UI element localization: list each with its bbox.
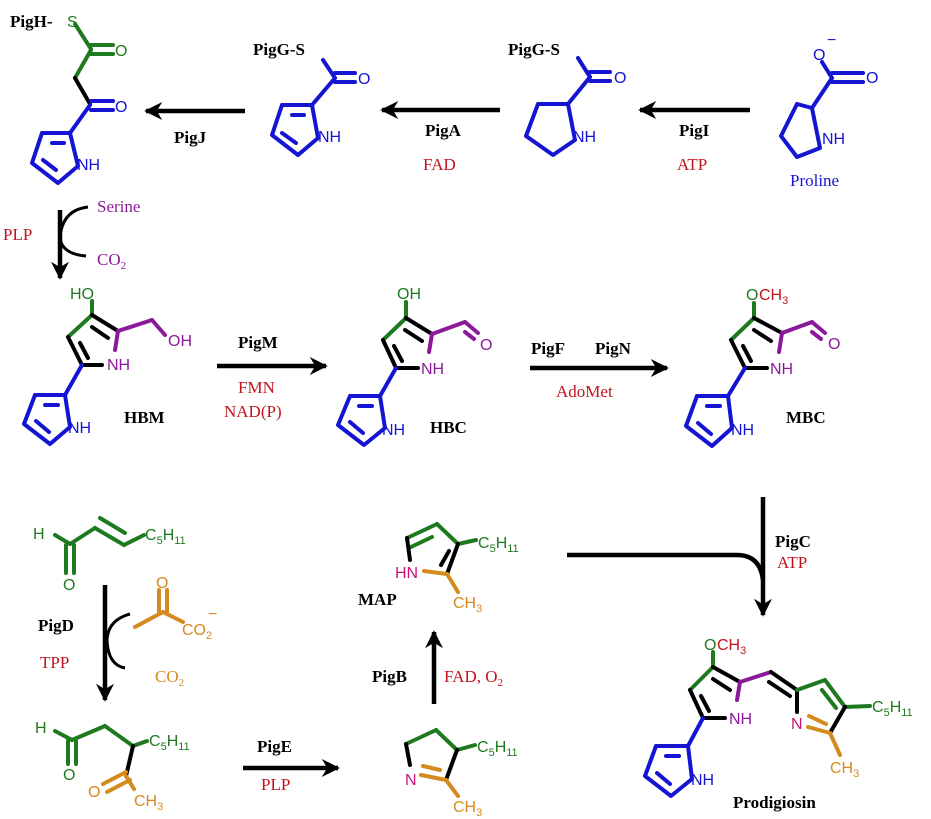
h2map-ch3: CH3 (453, 799, 482, 819)
map-ch3: CH3 (453, 595, 482, 615)
prolyl-carrier: PigG-S (508, 40, 560, 59)
pyrrolyl-carrier: PigG-S (253, 40, 305, 59)
prolyl-o: O (614, 70, 626, 87)
pigh-carrier: PigH- (10, 12, 53, 31)
ketoaldehyde-structure: H O C5H11 O CH3 (35, 720, 190, 813)
serine-input: Serine (97, 197, 140, 216)
prodig-nh2: NH (691, 772, 714, 789)
hbc-nh1: NH (421, 361, 444, 378)
pyruvate-structure: O CO2 − (133, 575, 217, 642)
pigA-enzyme: PigA (425, 121, 462, 140)
serine-curve-arrow (58, 205, 89, 258)
mbc-ch3: CH3 (759, 287, 788, 307)
proline-label: Proline (790, 171, 839, 190)
prolyl-pigg-structure: PigG-S O NH (508, 40, 626, 157)
pigFN-enzyme2: PigN (595, 339, 632, 358)
pigFN-enzyme1: PigF (531, 339, 565, 358)
pyruvate-o: O (156, 575, 168, 592)
mbc-label: MBC (786, 408, 826, 427)
pigD-curve-arrow (105, 612, 131, 670)
keto-c5h11: C5H11 (149, 733, 190, 753)
pigJ-enzyme: PigJ (174, 128, 207, 147)
pigC-cofactor: ATP (777, 553, 807, 572)
keto-ch3: CH3 (134, 793, 163, 813)
proline-o-minus: O (813, 47, 825, 64)
hbc-structure: OH O NH NH HBC (336, 286, 492, 447)
prodig-ch3: CH3 (717, 637, 746, 657)
hbc-label: HBC (430, 418, 467, 437)
pigB-enzyme: PigB (372, 667, 407, 686)
prodig-n: N (791, 716, 803, 733)
hbm-label: HBM (124, 408, 165, 427)
pigD-co2: CO2 (155, 667, 184, 689)
mbc-nh2: NH (731, 422, 754, 439)
pigM-cofactor1: FMN (238, 378, 275, 397)
hbm-structure: HO OH NH NH HBM (22, 286, 192, 446)
map-hn: HN (395, 565, 418, 582)
pigh-o1: O (115, 43, 127, 60)
map-label: MAP (358, 590, 397, 609)
pigh-s: S (67, 14, 78, 31)
pigE-enzyme: PigE (257, 737, 292, 756)
pigC-merge-line (567, 552, 766, 581)
prodigiosin-structure: O CH3 NH N C5H11 CH3 NH Prodigiosin (643, 637, 913, 812)
mbc-ald-o: O (828, 336, 840, 353)
map-c5h11: C5H11 (478, 535, 519, 555)
h2map-n: N (405, 772, 417, 789)
pyrrolyl-pigg-structure: PigG-S O NH (253, 40, 370, 157)
pigC-enzyme: PigC (775, 532, 811, 551)
prodigiosin-label: Prodigiosin (733, 793, 816, 812)
keto-o2: O (88, 784, 100, 801)
keto-o: O (63, 767, 75, 784)
prodig-c5h11: C5H11 (872, 699, 913, 719)
prolyl-nh: NH (573, 129, 596, 146)
mbc-o: O (746, 287, 758, 304)
pigFN-cofactor: AdoMet (556, 382, 613, 401)
prodig-nh1: NH (729, 711, 752, 728)
pyruvate-charge: − (208, 606, 217, 623)
pigI-cofactor: ATP (677, 155, 707, 174)
proline-charge: − (827, 32, 836, 49)
hbm-nh1: NH (107, 357, 130, 374)
proline-o: O (866, 70, 878, 87)
pigM-cofactor2: NAD(P) (224, 402, 282, 421)
pyrrolyl-nh: NH (318, 129, 341, 146)
octenal-o: O (63, 577, 75, 594)
keto-h: H (35, 720, 47, 737)
serine-cofactor: PLP (3, 225, 32, 244)
pigI-enzyme: PigI (679, 121, 710, 140)
map-structure: HN C5H11 CH3 MAP (358, 522, 519, 615)
pigB-cofactor: FAD, O2 (444, 667, 503, 689)
octenal-structure: H O C5H11 (33, 516, 186, 594)
pyrrolyl-o: O (358, 71, 370, 88)
serine-co2: CO2 (97, 250, 126, 272)
prodig-ch3-2: CH3 (830, 760, 859, 780)
octenal-h: H (33, 526, 45, 543)
mbc-nh1: NH (770, 361, 793, 378)
octenal-c5h11: C5H11 (145, 527, 186, 547)
hbc-nh2: NH (382, 422, 405, 439)
proline-nh: NH (822, 131, 845, 148)
pigA-cofactor: FAD (423, 155, 456, 174)
pigE-cofactor: PLP (261, 775, 290, 794)
pigh-o2: O (115, 99, 127, 116)
pigD-enzyme: PigD (38, 616, 74, 635)
h2map-c5h11: C5H11 (477, 739, 518, 759)
pigh-ketoacyl-structure: PigH- S O O NH (10, 12, 127, 185)
dihydro-map-structure: N C5H11 CH3 (404, 728, 518, 819)
pigM-enzyme: PigM (238, 333, 278, 352)
pigD-cofactor: TPP (40, 653, 69, 672)
hbm-ho: HO (70, 286, 94, 303)
prodig-o: O (704, 637, 716, 654)
hbc-oh: OH (397, 286, 421, 303)
pigh-nh: NH (77, 157, 100, 174)
proline-structure: O − O NH Proline (779, 32, 878, 190)
hbm-nh2: NH (68, 420, 91, 437)
hbc-o: O (480, 337, 492, 354)
hbm-oh: OH (168, 333, 192, 350)
pyruvate-co2: CO2 (182, 622, 212, 642)
mbc-structure: O CH3 O NH NH MBC (684, 287, 840, 448)
